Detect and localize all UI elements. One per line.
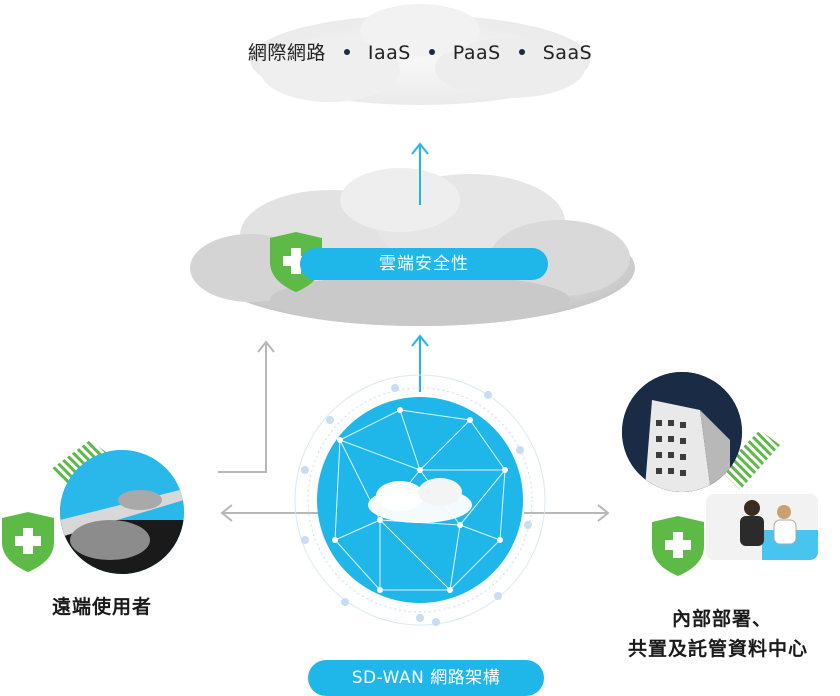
iaas-label: IaaS <box>367 42 411 64</box>
sdwan-label: SD-WAN 網路架構 <box>308 660 544 696</box>
arrow-right-to-datacenter <box>524 504 610 522</box>
arrow-up-to-cloud-security <box>411 334 429 392</box>
bullet-icon <box>343 48 350 55</box>
bullet-icon <box>518 48 525 55</box>
globe-cloud <box>368 478 472 523</box>
remote-user-photo <box>50 440 184 574</box>
top-labels: 網際網路 IaaS PaaS SaaS <box>0 38 840 65</box>
datacenter-photo <box>622 372 780 492</box>
outer-nodes <box>301 384 532 626</box>
sdwan-globe <box>294 374 546 626</box>
security-cloud <box>190 168 635 326</box>
datacenter-label-line1: 內部部署、 <box>671 608 772 630</box>
network-nodes <box>332 407 508 593</box>
top-cloud <box>250 4 590 105</box>
cloud-security-label: 雲端安全性 <box>300 248 548 280</box>
paas-label: PaaS <box>452 42 501 64</box>
shield-plus-icon <box>2 512 54 572</box>
arrow-left-to-remote <box>220 504 318 522</box>
shield-plus-icon <box>652 516 704 576</box>
internet-label: 網際網路 <box>247 42 326 64</box>
office-people-photo <box>706 494 818 560</box>
arrow-remote-to-cloud <box>218 340 275 473</box>
datacenter-label-line2: 共置及託管資料中心 <box>627 638 808 660</box>
bullet-icon <box>428 48 435 55</box>
remote-users-label: 遠端使用者 <box>52 596 153 618</box>
saas-label: SaaS <box>542 42 593 64</box>
arrow-up-to-internet <box>411 142 429 205</box>
